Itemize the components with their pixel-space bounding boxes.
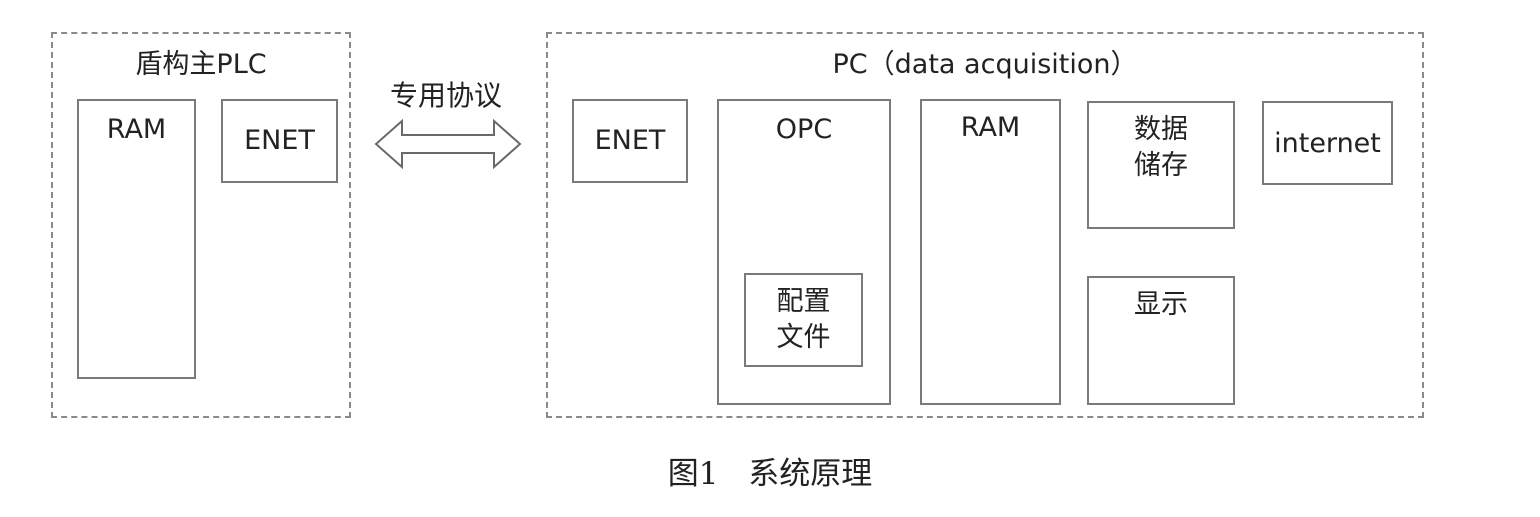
plc-enet-box: ENET xyxy=(221,99,338,183)
internet-label: internet xyxy=(1274,128,1381,159)
plc-ram-box: RAM xyxy=(77,99,196,379)
protocol-label: 专用协议 xyxy=(390,79,503,112)
pc-enet-label: ENET xyxy=(594,125,666,156)
pc-ram-box: RAM xyxy=(920,99,1061,405)
pc-group: PC（data acquisition） xyxy=(546,32,1424,418)
data-storage-line2: 储存 xyxy=(1134,150,1188,181)
data-storage-line1: 数据 xyxy=(1134,114,1188,145)
opc-label: OPC xyxy=(775,114,833,145)
pc-ram-label: RAM xyxy=(960,112,1021,143)
internet-box: internet xyxy=(1262,101,1393,185)
config-file-line2: 文件 xyxy=(776,322,831,353)
figure-caption: 图1 系统原理 xyxy=(667,456,873,492)
plc-ram-label: RAM xyxy=(106,114,167,145)
display-label: 显示 xyxy=(1134,289,1188,320)
plc-enet-label: ENET xyxy=(244,125,315,156)
pc-group-title: PC（data acquisition） xyxy=(832,49,1138,80)
config-file-line1: 配置 xyxy=(776,286,831,317)
pc-enet-box: ENET xyxy=(572,99,688,183)
double-arrow-icon xyxy=(374,118,522,170)
display-box: 显示 xyxy=(1087,276,1235,405)
plc-group-title: 盾构主PLC xyxy=(135,49,267,80)
config-file-box: 配置 文件 xyxy=(744,273,863,367)
data-storage-box: 数据 储存 xyxy=(1087,101,1235,229)
plc-group: 盾构主PLC xyxy=(51,32,351,418)
